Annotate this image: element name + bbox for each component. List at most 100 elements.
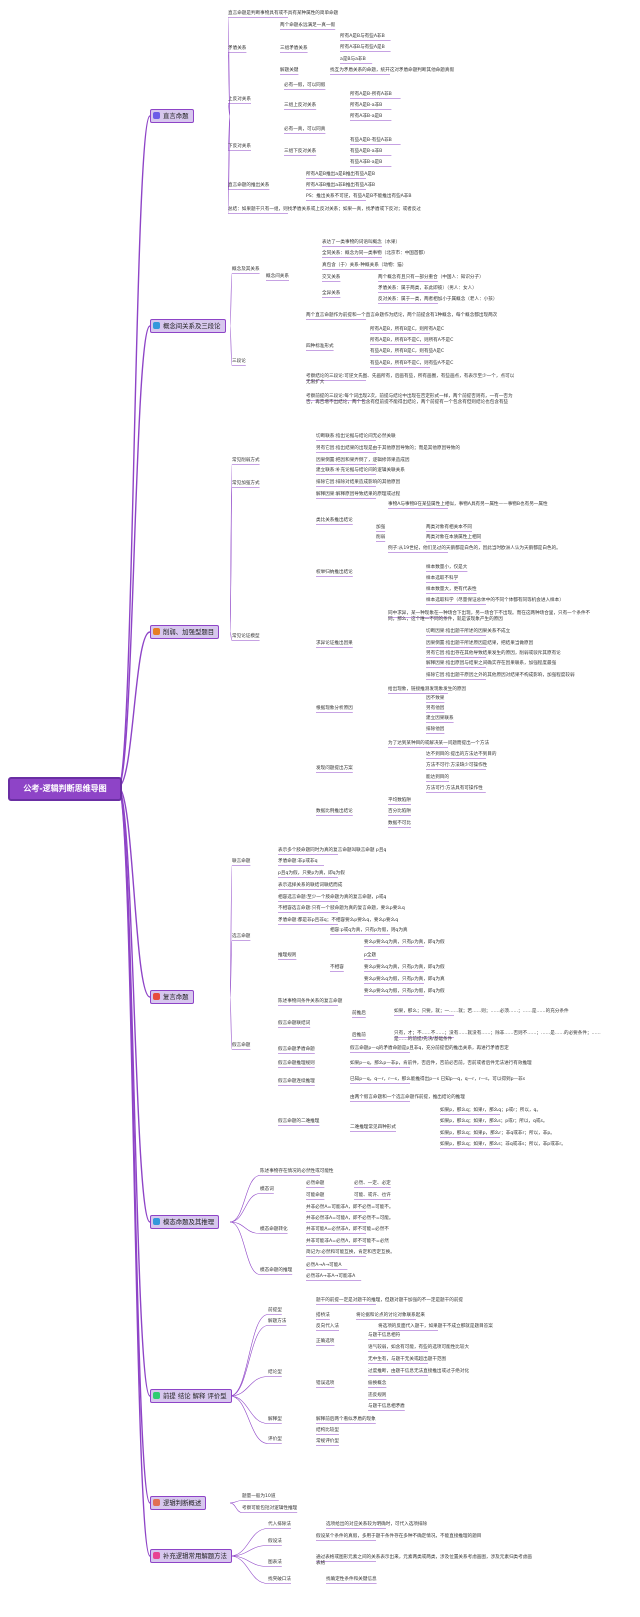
node-text: 题量一般为10道: [242, 1494, 276, 1499]
node-text: 方法不可行:方法缺少可操作性: [426, 763, 488, 768]
node-text: 例子:从19世纪，他们见过的天鹅都是白色的，因此当时欧洲人认为天鹅都是白色的。: [388, 546, 561, 551]
node-text: 要么p要么q为真，只有p为真，即q为假: [364, 940, 445, 945]
connector: [229, 1555, 269, 1584]
branch-node-b7[interactable]: 逻辑判断概述: [150, 1496, 207, 1510]
globe-icon: [153, 1218, 160, 1225]
node-text: 解释因果:指出原因与结果之间确实存在因果联系，加强程度最强: [426, 661, 557, 666]
plant-icon: [153, 1392, 160, 1399]
node-text: 解释因果:解释原因导致结果的原理或过程: [316, 492, 401, 497]
branch-label: 概念间关系及三段论: [163, 322, 221, 330]
node-text: 概念间关系: [266, 274, 289, 279]
connector: [229, 1325, 269, 1397]
branch-label: 复言命题: [163, 993, 189, 1001]
node-text: 所有A是B，所有B不是C，则所有A不是C: [370, 338, 454, 343]
node-text: 表达了一类事物的词语叫概念（水果）: [322, 240, 401, 245]
connector: [229, 1545, 269, 1557]
node-text: 假言命题联结词: [278, 1021, 311, 1026]
node-text: 前推后: [352, 1011, 366, 1016]
branch-node-b2[interactable]: 概念间关系及三段论: [150, 319, 226, 333]
connector: [229, 940, 233, 998]
node-text: 可能命题: [306, 1193, 325, 1198]
node-text: 加强: [376, 525, 386, 530]
node-text: 将选项的反面代入题干，如果题干不成立那就是题目答案: [378, 1324, 493, 1329]
node-text: 可能、或许、也许: [354, 1193, 391, 1198]
node-text: 根据现象分析原因: [316, 706, 353, 711]
node-text: 矛盾关系：属于两类，非此即彼）（男人：女人）: [378, 286, 477, 291]
node-text: 样本数量大，更有代表性: [426, 587, 477, 592]
node-text: 如果p—q，那么p—非p，肯前件，否后件，否前必否前，否前或者后件无法进行有效推…: [350, 1061, 532, 1066]
node-text: 样本选取科学（尽量保证总体中的不同个体都有同等机会进入样本）: [426, 598, 564, 603]
fire-icon: [153, 993, 160, 1000]
node-text: 另有它因:指出结果的出现是由于其他原因导致的；而是其他原因导致的: [316, 446, 460, 451]
branch-node-b4[interactable]: 复言命题: [150, 990, 194, 1004]
node-text: 方法可行:方法具有可操作性: [426, 786, 483, 791]
branch-node-b6[interactable]: 前提 结论 解释 评价型: [150, 1389, 232, 1403]
node-text: 表示多个肢命题同时为真的复言命题叫联言命题 p且q: [278, 848, 387, 853]
node-text: 排除它因:排除对结果造成影响的其他原因: [316, 480, 401, 485]
node-text: 直言命题的推出关系: [228, 183, 270, 188]
node-text: 假言命题推理规则: [278, 1061, 315, 1066]
connector: [229, 1376, 269, 1397]
node-text: 两类对象在本质属性上相同: [426, 535, 482, 540]
node-text: 所有A是B-a非B: [350, 103, 383, 108]
connector: [117, 786, 151, 998]
node-text: 所有A是B与有些A非B: [340, 34, 385, 39]
node-text: 矛盾关系: [228, 46, 247, 51]
node-text: 反对关系：属于一类，两者相加小于属概念（老人：小孩）: [378, 297, 498, 302]
node-text: 因果倒置:把因和果弄倒了，逻辑修饰果造成因: [316, 458, 410, 463]
node-text: 必然非A→非A→可能非A: [306, 1274, 356, 1279]
node-text: 不相容: [330, 965, 344, 970]
node-text: 矛盾命题:都是非p且非q；不相容要么p要么q，要么p要么q: [278, 918, 399, 923]
note-icon: [153, 1499, 160, 1506]
connector: [117, 325, 151, 788]
branch-node-b5[interactable]: 模态命题及其推理: [150, 1215, 220, 1229]
branch-node-b3[interactable]: 削弱、加强型题目: [150, 625, 220, 639]
connector: [117, 786, 151, 1223]
node-text: 排除他因: [426, 727, 445, 732]
connector: [227, 103, 231, 117]
node-text: 偷换概念: [368, 1381, 387, 1386]
node-text: 如果p，那么q；如果r，那么q；p或r；所以，q。: [440, 1108, 542, 1113]
connector: [229, 1395, 269, 1444]
node-text: 二难推理常见四种形式: [350, 1125, 396, 1130]
globe-icon: [153, 322, 160, 329]
connector: [117, 786, 151, 1557]
branch-node-b1[interactable]: 直言命题: [150, 109, 194, 123]
node-text: 两类对象有相关本不同: [426, 525, 472, 530]
node-text: 常见削弱方式: [232, 458, 260, 463]
connector: [117, 786, 151, 1397]
node-text: 两个概念有且只有一部分重合（中国人：知识分子）: [378, 275, 484, 280]
node-text: 三组矛盾关系: [280, 46, 308, 51]
node-text: 找突破口法: [268, 1577, 291, 1582]
node-text: 如果，那么；只要，就；一……就；若……则；……必须……；……是……的充分条件: [394, 1009, 569, 1014]
node-text: 建立因果联系: [426, 716, 454, 721]
node-text: 违反规则: [368, 1393, 387, 1398]
node-text: 选项给出的对应关系较为明确时，可代入选项排除: [326, 1522, 428, 1527]
node-text: 代入排除法: [268, 1522, 291, 1527]
node-text: 必然命题: [306, 1181, 325, 1186]
connector: [229, 325, 233, 366]
connector: [229, 1555, 269, 1567]
node-text: 必有一假，可以同假: [284, 83, 326, 88]
node-text: 同中求异，某一种现象在一种场合下出现，另一场合下不出现。而在这两种场合里，只有一…: [388, 611, 591, 622]
connector: [229, 996, 233, 1050]
node-text: 语气较弱，如含有可能，有些的选项可能性比较大: [368, 1345, 470, 1350]
node-text: 直言命题是判断事物具有或不具有某种属性的简单命题: [228, 11, 339, 16]
node-text: 假言命题: [232, 1043, 251, 1048]
branch-node-b8[interactable]: 补充逻辑常用解题方法: [150, 1549, 232, 1563]
node-text: 如果p，那么q；如果p，那么r；非q或非r；所以，非p。: [440, 1131, 555, 1136]
node-text: 有些A是B-a非B: [350, 149, 383, 154]
connector: [229, 1221, 261, 1275]
node-text: 只有，才；不……不……；没有……就没有……；除非……否则不……；……是……的必要…: [394, 1031, 601, 1042]
node-text: 样本数量小，仅是大: [426, 565, 468, 570]
node-text: 所有A是B推出a是B推出有些A是B: [306, 172, 376, 177]
node-text: 全同关系：概念为同一类事物（北京市：中国首都）: [322, 251, 428, 256]
node-text: 后推前: [352, 1033, 366, 1038]
node-text: 假设某个条件的真假，多用于题干条件存在多种不确定情况，不能直接推理的题目: [316, 1534, 482, 1539]
node-text: 假设法: [268, 1539, 282, 1544]
node-text: 两个直言命题作为前提和一个直言命题作为结论，两个前提含有1种概念，每个概念都出现…: [306, 313, 498, 318]
branch-label: 前提 结论 解释 评价型: [163, 1392, 227, 1400]
node-text: 常见论证模型: [232, 634, 260, 639]
connector: [229, 487, 233, 633]
node-text: 并非可能A=必然非A，即不可能=必然不: [306, 1227, 389, 1232]
